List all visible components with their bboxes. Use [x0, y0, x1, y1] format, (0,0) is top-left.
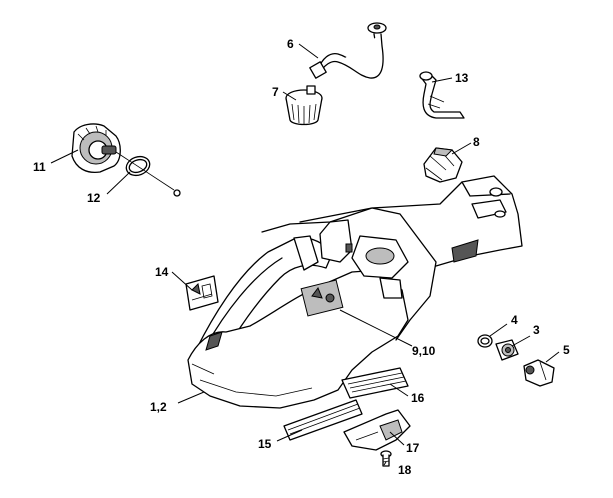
callout-labels: 6 7 13 11 12 8 14 4 3 5 9,10 1,2 16 15 1… [33, 37, 570, 477]
callout-7: 7 [272, 85, 279, 99]
callout-1-2: 1,2 [150, 400, 167, 414]
part-13-hose [419, 71, 465, 119]
callout-16: 16 [411, 391, 425, 405]
callout-17: 17 [406, 441, 420, 455]
callout-9-10: 9,10 [412, 344, 436, 358]
part-11-assembly [71, 123, 121, 174]
callout-6: 6 [287, 37, 294, 51]
part-4-oring [477, 334, 493, 348]
callout-15: 15 [258, 437, 272, 451]
part-5-cap [523, 359, 555, 387]
callout-11: 11 [33, 160, 46, 174]
main-housing [187, 175, 523, 409]
callout-8: 8 [473, 135, 480, 149]
part-3-fitting [495, 339, 519, 361]
part-14-label [185, 275, 219, 311]
callout-12: 12 [87, 191, 101, 205]
callout-5: 5 [563, 343, 570, 357]
callout-3: 3 [533, 323, 540, 337]
part-7-fuel-filter [285, 85, 323, 126]
part-18-screw [380, 450, 392, 467]
callout-4: 4 [511, 313, 518, 327]
part-8-rubber-element [423, 147, 463, 183]
callout-14: 14 [155, 265, 169, 279]
part-17-guard-plate [343, 409, 411, 451]
part-12-oring-cable [115, 151, 181, 197]
callout-13: 13 [455, 71, 469, 85]
part-16-decal [341, 367, 409, 399]
leader-lines [50, 43, 560, 466]
part-6-fuel-hose [309, 22, 387, 79]
callout-18: 18 [398, 463, 412, 477]
